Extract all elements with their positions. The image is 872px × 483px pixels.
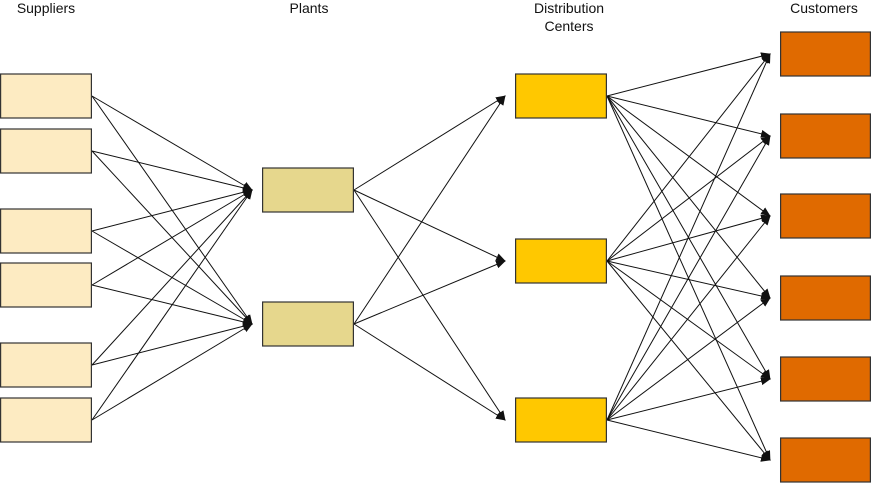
distribution-node-3 [514, 397, 607, 443]
edge-plants-2-to-distribution-1 [353, 95, 506, 325]
edge-distribution-3-to-customers-4 [606, 297, 771, 421]
suppliers-node-2 [0, 128, 93, 174]
distribution-node-2 [514, 238, 607, 284]
customers-node-2 [779, 113, 871, 159]
distribution-centers-label-line1: Distribution [534, 0, 604, 16]
edge-distribution-1-to-customers-3 [606, 95, 771, 217]
edge-suppliers-1-to-plants-1 [91, 95, 253, 191]
edge-distribution-3-to-customers-3 [606, 215, 771, 421]
suppliers-node-5 [0, 342, 93, 388]
customers-node-6 [779, 437, 871, 483]
edge-distribution-2-to-customers-6 [606, 260, 771, 461]
edge-plants-1-to-distribution-2 [353, 189, 506, 262]
edge-suppliers-5-to-plants-2 [91, 322, 253, 366]
customers-node-5 [779, 356, 871, 402]
edge-distribution-3-to-customers-6 [606, 419, 771, 462]
edge-distribution-3-to-customers-5 [606, 377, 771, 421]
edge-suppliers-5-to-plants-1 [91, 189, 253, 366]
edge-distribution-2-to-customers-4 [606, 260, 771, 300]
edge-distribution-3-to-customers-2 [606, 135, 771, 421]
edge-distribution-1-to-customers-4 [606, 95, 771, 299]
suppliers-node-3 [0, 208, 93, 254]
suppliers-node-4 [0, 262, 93, 308]
suppliers-label: Suppliers [17, 0, 75, 16]
edge-plants-2-to-distribution-3 [353, 323, 506, 421]
edge-suppliers-2-to-plants-1 [91, 150, 253, 192]
edge-distribution-2-to-customers-5 [606, 260, 771, 380]
edge-plants-1-to-distribution-3 [353, 189, 506, 421]
edge-suppliers-6-to-plants-1 [91, 189, 253, 421]
suppliers-node-1 [0, 73, 93, 119]
edge-suppliers-4-to-plants-1 [91, 189, 253, 286]
edge-distribution-1-to-customers-1 [606, 52, 771, 97]
edge-plants-1-to-distribution-1 [353, 95, 506, 191]
nodes [0, 31, 871, 483]
edge-plants-2-to-distribution-2 [353, 260, 506, 325]
customers-label: Customers [790, 0, 858, 16]
customers-node-1 [779, 31, 871, 77]
distribution-node-1 [514, 73, 607, 119]
connections [91, 52, 771, 462]
edge-distribution-2-to-customers-2 [606, 135, 771, 262]
plants-node-2 [262, 301, 355, 347]
edge-distribution-2-to-customers-3 [606, 214, 771, 262]
plants-label: Plants [290, 0, 329, 16]
plants-node-1 [262, 167, 355, 213]
edge-suppliers-3-to-plants-1 [91, 188, 253, 232]
edge-distribution-3-to-customers-1 [606, 53, 771, 421]
distribution-centers-label-line2: Centers [544, 18, 593, 34]
customers-node-4 [779, 275, 871, 321]
suppliers-node-6 [0, 397, 93, 443]
edge-distribution-2-to-customers-1 [606, 53, 771, 262]
customers-node-3 [779, 193, 871, 239]
edge-distribution-1-to-customers-2 [606, 95, 771, 138]
edge-suppliers-6-to-plants-2 [91, 323, 253, 421]
